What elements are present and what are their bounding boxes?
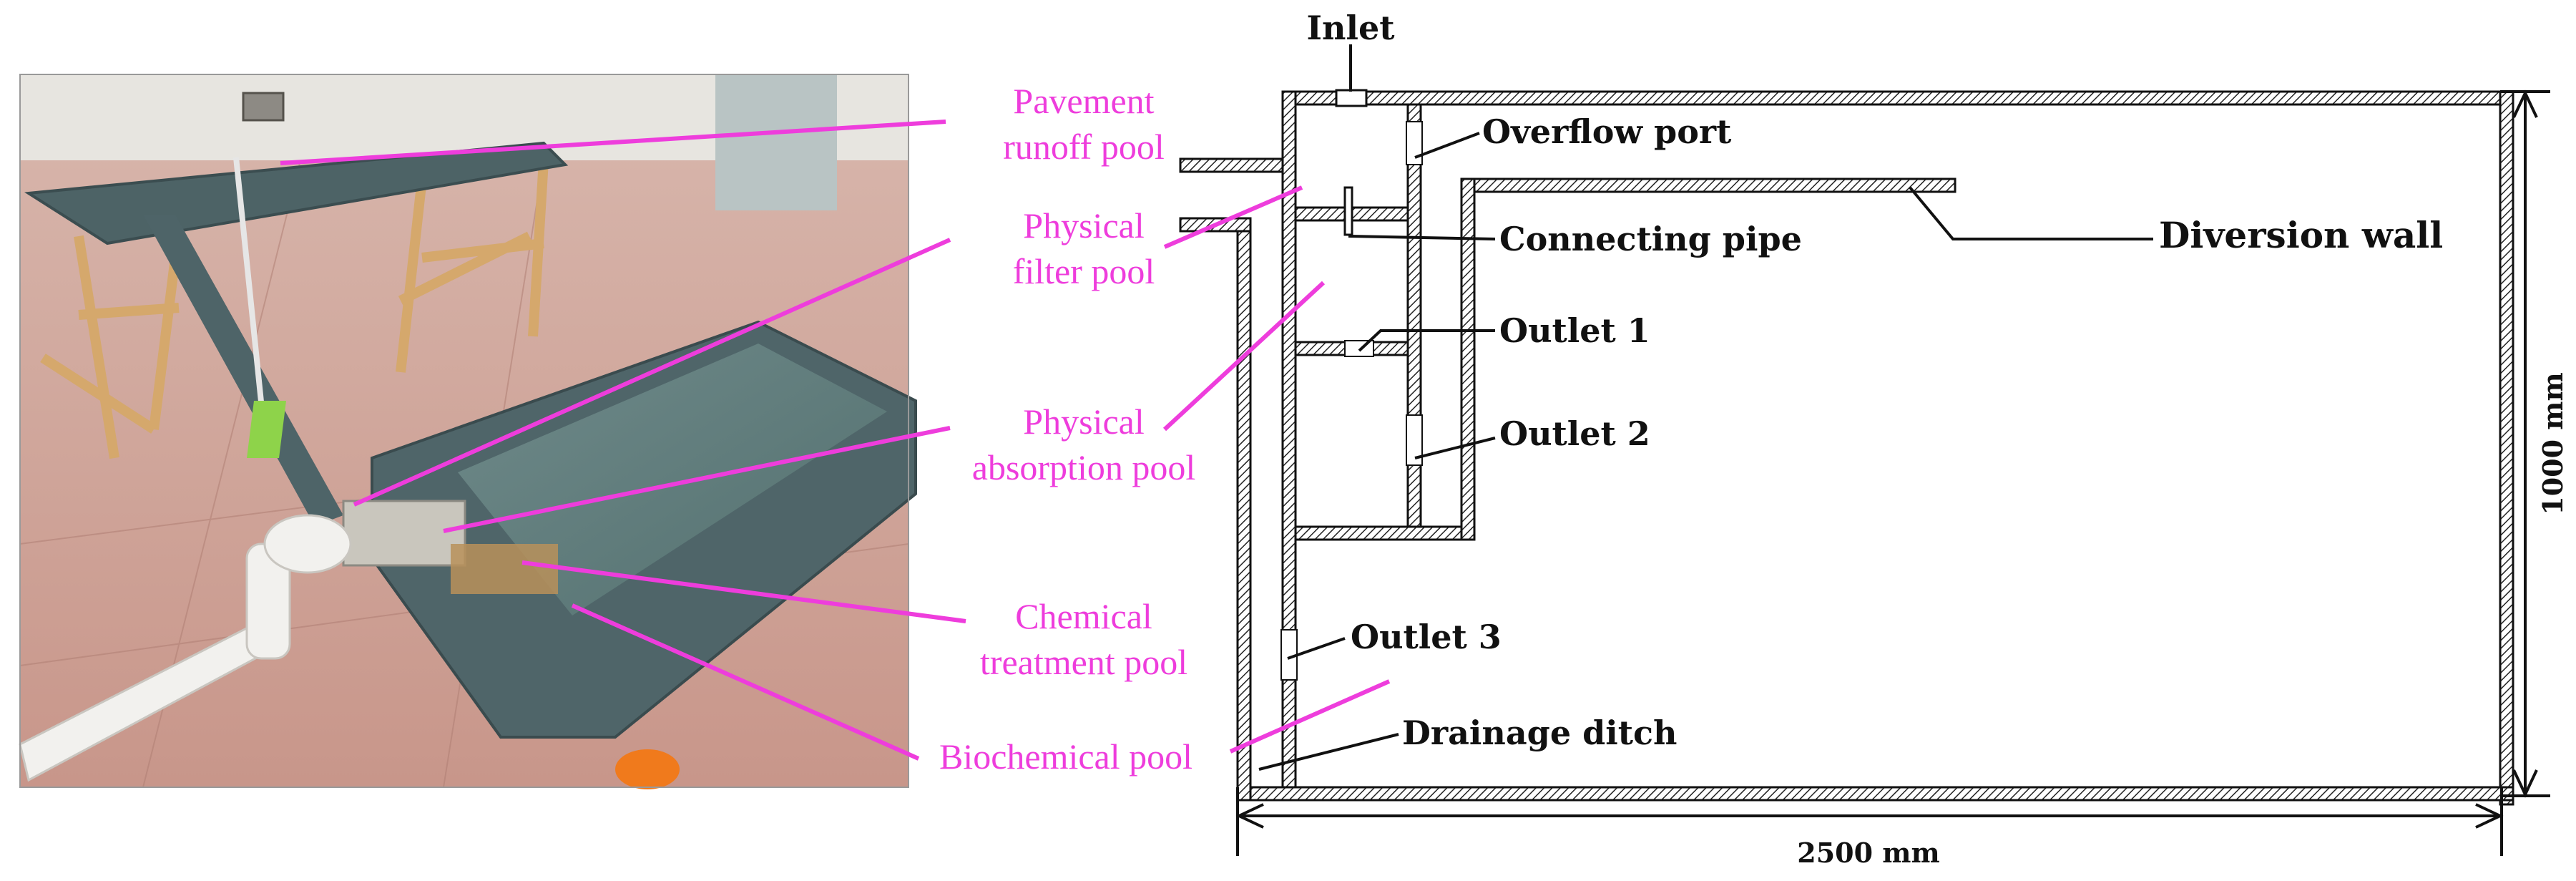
shelf-bottom	[1294, 525, 1476, 541]
schematic-callouts	[1258, 44, 2153, 771]
dim-height-arrow-top	[2512, 89, 2538, 118]
dim-height-arrow-bottom	[2512, 769, 2538, 798]
diversion-wall-side	[1460, 177, 1476, 541]
outlet-2-port	[1406, 414, 1423, 466]
wall-bottom	[1236, 786, 2514, 802]
callout-drainage	[1258, 733, 1399, 771]
label-overflow-port: Overflow port	[1482, 112, 1732, 151]
dim-width-arrow-right	[2475, 803, 2504, 829]
label-outlet-1: Outlet 1	[1499, 311, 1650, 350]
orange-cone	[615, 749, 680, 789]
wall-socket	[242, 92, 285, 122]
partition-vertical	[1406, 103, 1422, 535]
label-absorption-1: Physical	[1023, 401, 1144, 442]
label-inlet: Inlet	[1307, 9, 1396, 47]
label-chemical-2: treatment pool	[980, 642, 1187, 682]
upper-inflow-pipe	[1179, 157, 1284, 173]
label-biochemical: Biochemical pool	[939, 736, 1192, 777]
label-outlet-3: Outlet 3	[1351, 618, 1502, 656]
dimensions: 2500 mm 1000 mm	[1235, 89, 2569, 869]
mop-handle	[233, 157, 268, 437]
dim-width-arrow-left	[1235, 803, 1264, 829]
overflow-port	[1406, 121, 1423, 165]
diversion-wall-top	[1460, 177, 1957, 193]
leader-chemical	[521, 560, 966, 623]
photo-frame	[19, 74, 909, 788]
label-chemical-1: Chemical	[1015, 596, 1152, 636]
photo-window	[715, 74, 837, 210]
label-outlet-2: Outlet 2	[1499, 414, 1650, 453]
schematic-labels: Inlet Overflow port Connecting pipe Dive…	[1307, 9, 2444, 752]
callout-overflow	[1414, 132, 1480, 159]
pipes	[19, 514, 352, 782]
runoff-channel	[143, 215, 343, 526]
label-drainage-ditch: Drainage ditch	[1402, 714, 1677, 752]
label-diversion-wall: Diversion wall	[2159, 214, 2443, 256]
leader-biochemical-schematic	[1229, 679, 1391, 754]
callout-outlet3	[1287, 637, 1346, 660]
photo-leaders	[280, 120, 966, 761]
leader-filter-schematic	[1163, 185, 1303, 249]
wall-top	[1281, 90, 2514, 106]
schematic	[1179, 89, 2514, 806]
leader-filter	[353, 238, 951, 507]
photo	[19, 74, 917, 789]
photo-labels: Pavement runoff pool Physical filter poo…	[939, 81, 1195, 777]
label-filter-1: Physical	[1023, 205, 1144, 245]
schematic-leaders	[1162, 185, 1391, 754]
dim-width-label: 2500 mm	[1797, 837, 1939, 869]
label-filter-2: filter pool	[1013, 251, 1155, 291]
leader-absorption-schematic	[1162, 281, 1326, 432]
callout-diversion	[1909, 186, 2153, 240]
dim-height-label: 1000 mm	[2537, 372, 2569, 515]
callout-outlet1	[1358, 329, 1495, 352]
connecting-pipe	[1343, 186, 1353, 236]
label-pavement-1: Pavement	[1013, 81, 1154, 121]
leader-absorption	[443, 426, 951, 533]
inlet-opening	[1335, 89, 1368, 107]
wall-right	[2499, 90, 2514, 806]
leader-pavement	[280, 120, 946, 165]
ditch-left-wall	[1236, 217, 1252, 802]
label-connecting-pipe: Connecting pipe	[1499, 220, 1802, 258]
label-pavement-2: runoff pool	[1003, 127, 1164, 167]
chemical-box	[451, 544, 558, 594]
filter-box	[342, 500, 466, 567]
callout-connecting	[1348, 235, 1496, 240]
label-absorption-2: absorption pool	[972, 447, 1195, 487]
dustpan	[247, 401, 286, 458]
callout-outlet2	[1414, 437, 1496, 459]
leader-biochemical	[571, 603, 920, 761]
wall-left	[1281, 90, 1297, 789]
pool-water	[458, 344, 887, 615]
